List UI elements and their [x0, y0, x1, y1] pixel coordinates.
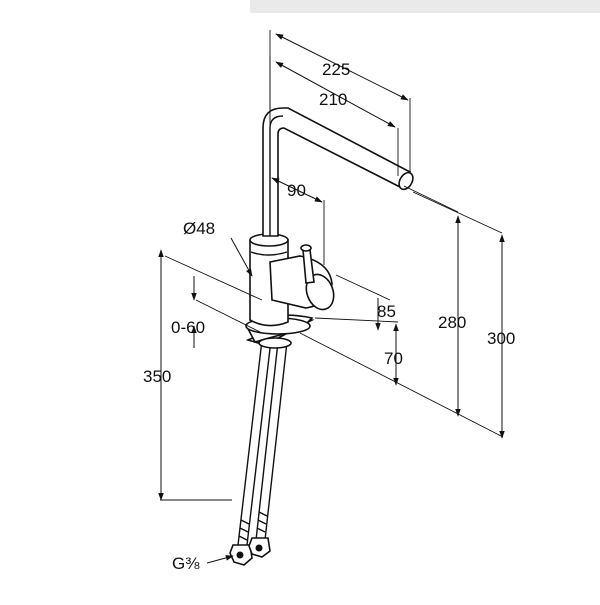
label-90: 90: [287, 181, 306, 200]
label-350: 350: [143, 367, 171, 386]
label-210: 210: [319, 90, 347, 109]
faucet-spout: [262, 107, 414, 237]
label-225: 225: [322, 60, 350, 79]
label-85: 85: [377, 302, 396, 321]
label-300: 300: [487, 329, 515, 348]
label-thread: G⅜: [172, 554, 200, 573]
label-diameter: Ø48: [183, 219, 215, 238]
mixer-lever: [269, 244, 335, 311]
label-70: 70: [384, 349, 403, 368]
label-0-60: 0-60: [171, 318, 205, 337]
extension-lines: [160, 30, 504, 501]
header-band: [250, 0, 600, 13]
dimension-labels: 225 210 90 Ø48 85 70 280 300 0-60 350 G⅜: [143, 60, 515, 573]
label-280: 280: [438, 313, 466, 332]
supply-hoses: [229, 339, 288, 566]
dimension-lines: [158, 33, 505, 564]
